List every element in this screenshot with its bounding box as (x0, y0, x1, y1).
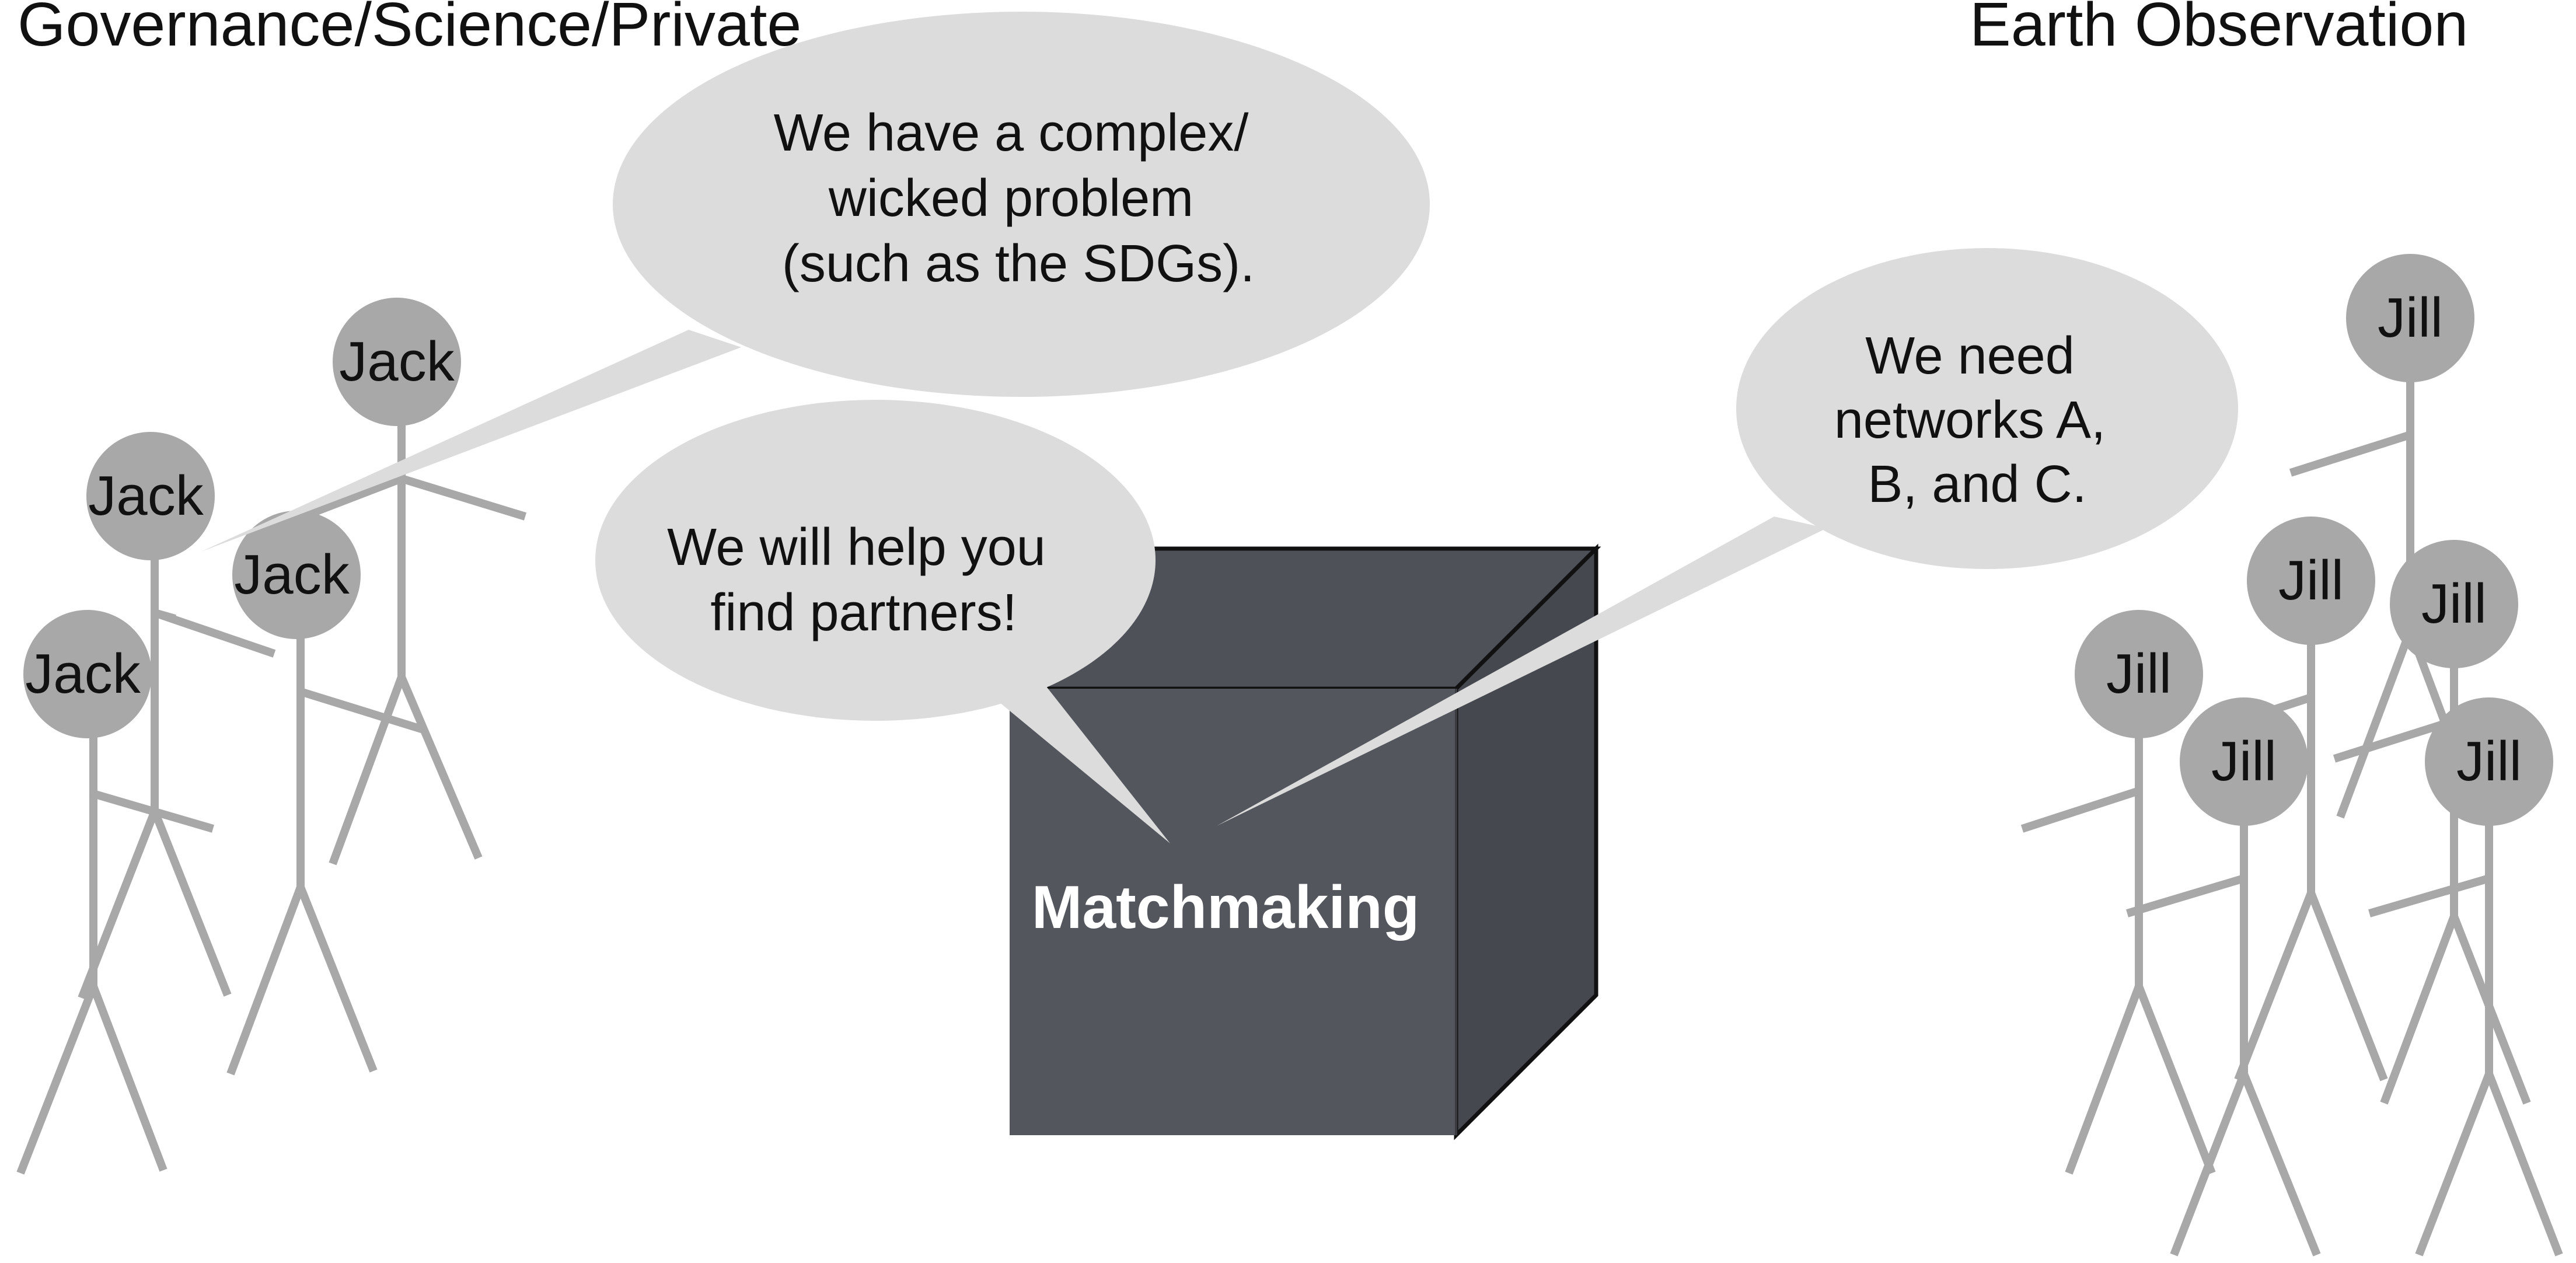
left-group-title: Governance/Science/Private (18, 0, 801, 59)
bubble-problem-text: We have a complex/ wicked problem (such … (774, 104, 1263, 293)
jill-name-label: Jill (2278, 549, 2344, 612)
jack-name-label: Jack (234, 543, 350, 606)
bubble-help-text: We will help you find partners! (667, 518, 1060, 642)
jack-figure-back: Jack (278, 298, 527, 866)
jill-name-label: Jill (2456, 730, 2522, 793)
jill-figure-front-right: Jill (2368, 697, 2563, 1257)
jill-name-label: Jill (2211, 730, 2277, 793)
jill-name-label: Jill (2378, 287, 2443, 349)
right-group-title: Earth Observation (1970, 0, 2468, 59)
jill-figure-left: Jill (2020, 610, 2216, 1175)
bubble-help: We will help you find partners! (595, 400, 1170, 843)
jack-name-label: Jack (88, 465, 204, 527)
jack-name-label: Jack (339, 330, 455, 393)
bubble-need-text: We need networks A, B, and C. (1834, 327, 2120, 514)
jack-figure-middle: Jack (226, 511, 425, 1076)
bubble-problem: We have a complex/ wicked problem (such … (201, 12, 1430, 552)
jill-figure-front-center: Jill (2125, 697, 2321, 1257)
matchmaking-label: Matchmaking (1032, 874, 1420, 941)
jack-figure-front: Jack (16, 610, 214, 1175)
jill-name-label: Jill (2421, 573, 2487, 635)
jack-name-label: Jack (25, 643, 141, 705)
jill-name-label: Jill (2106, 643, 2172, 705)
bubble-need: We need networks A, B, and C. (1217, 248, 2238, 826)
